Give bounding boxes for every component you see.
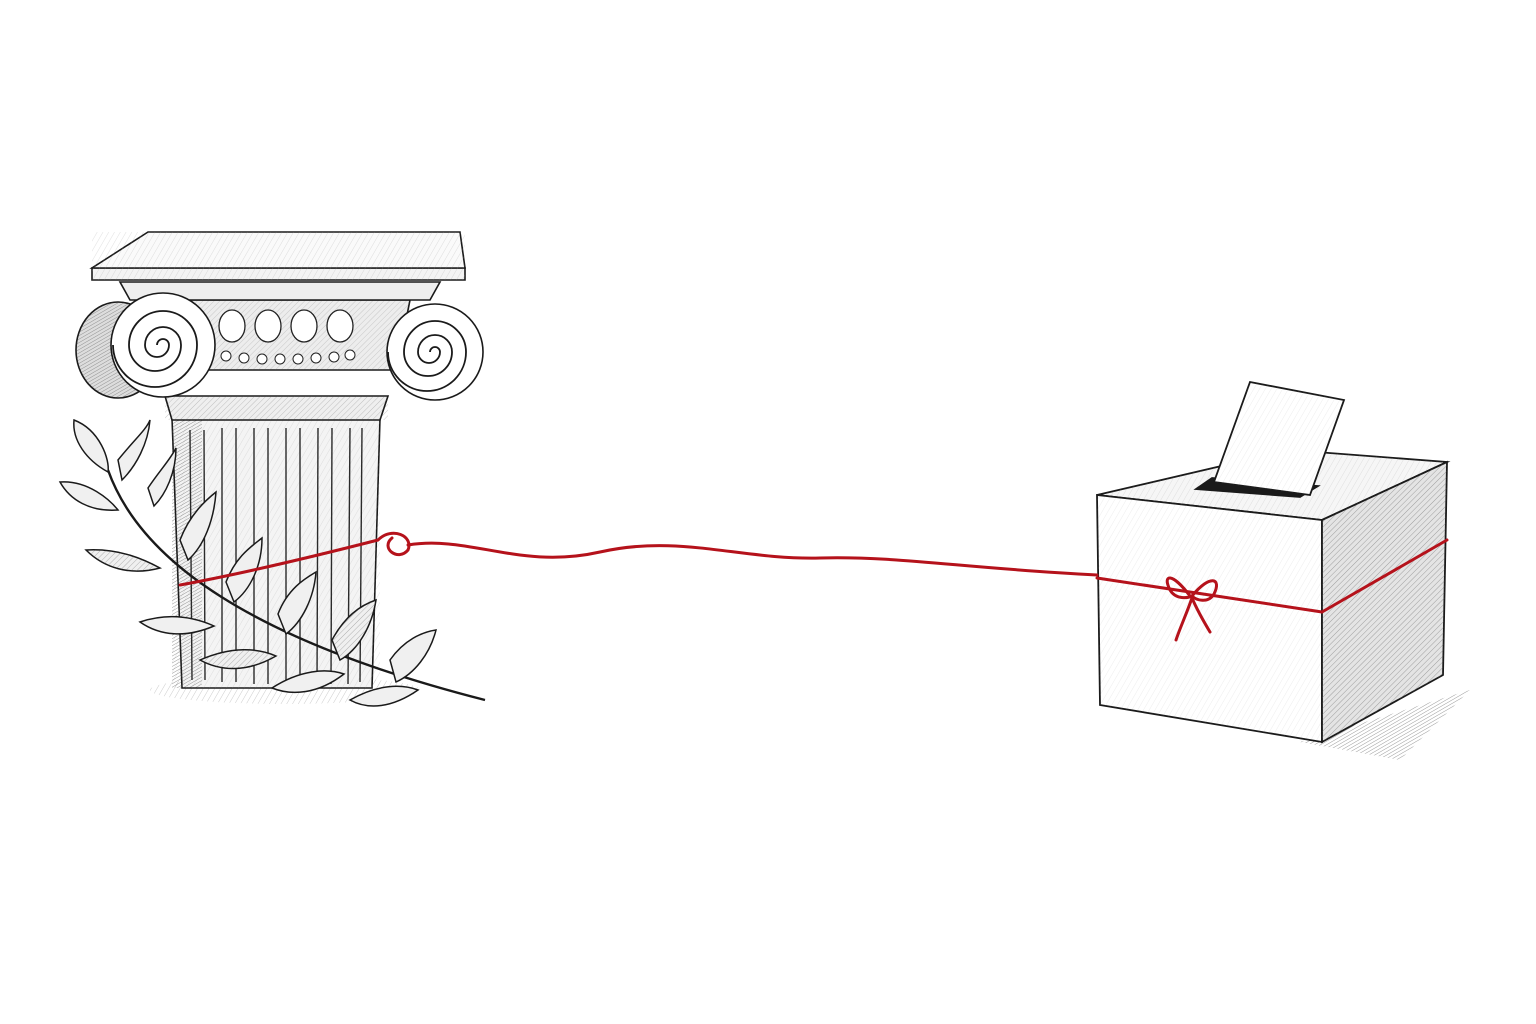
ballot-paper bbox=[1212, 380, 1346, 496]
red-thread bbox=[178, 531, 1449, 642]
laurel-branch bbox=[58, 418, 486, 707]
ionic-column bbox=[75, 231, 484, 704]
ballot-box bbox=[1096, 449, 1470, 760]
